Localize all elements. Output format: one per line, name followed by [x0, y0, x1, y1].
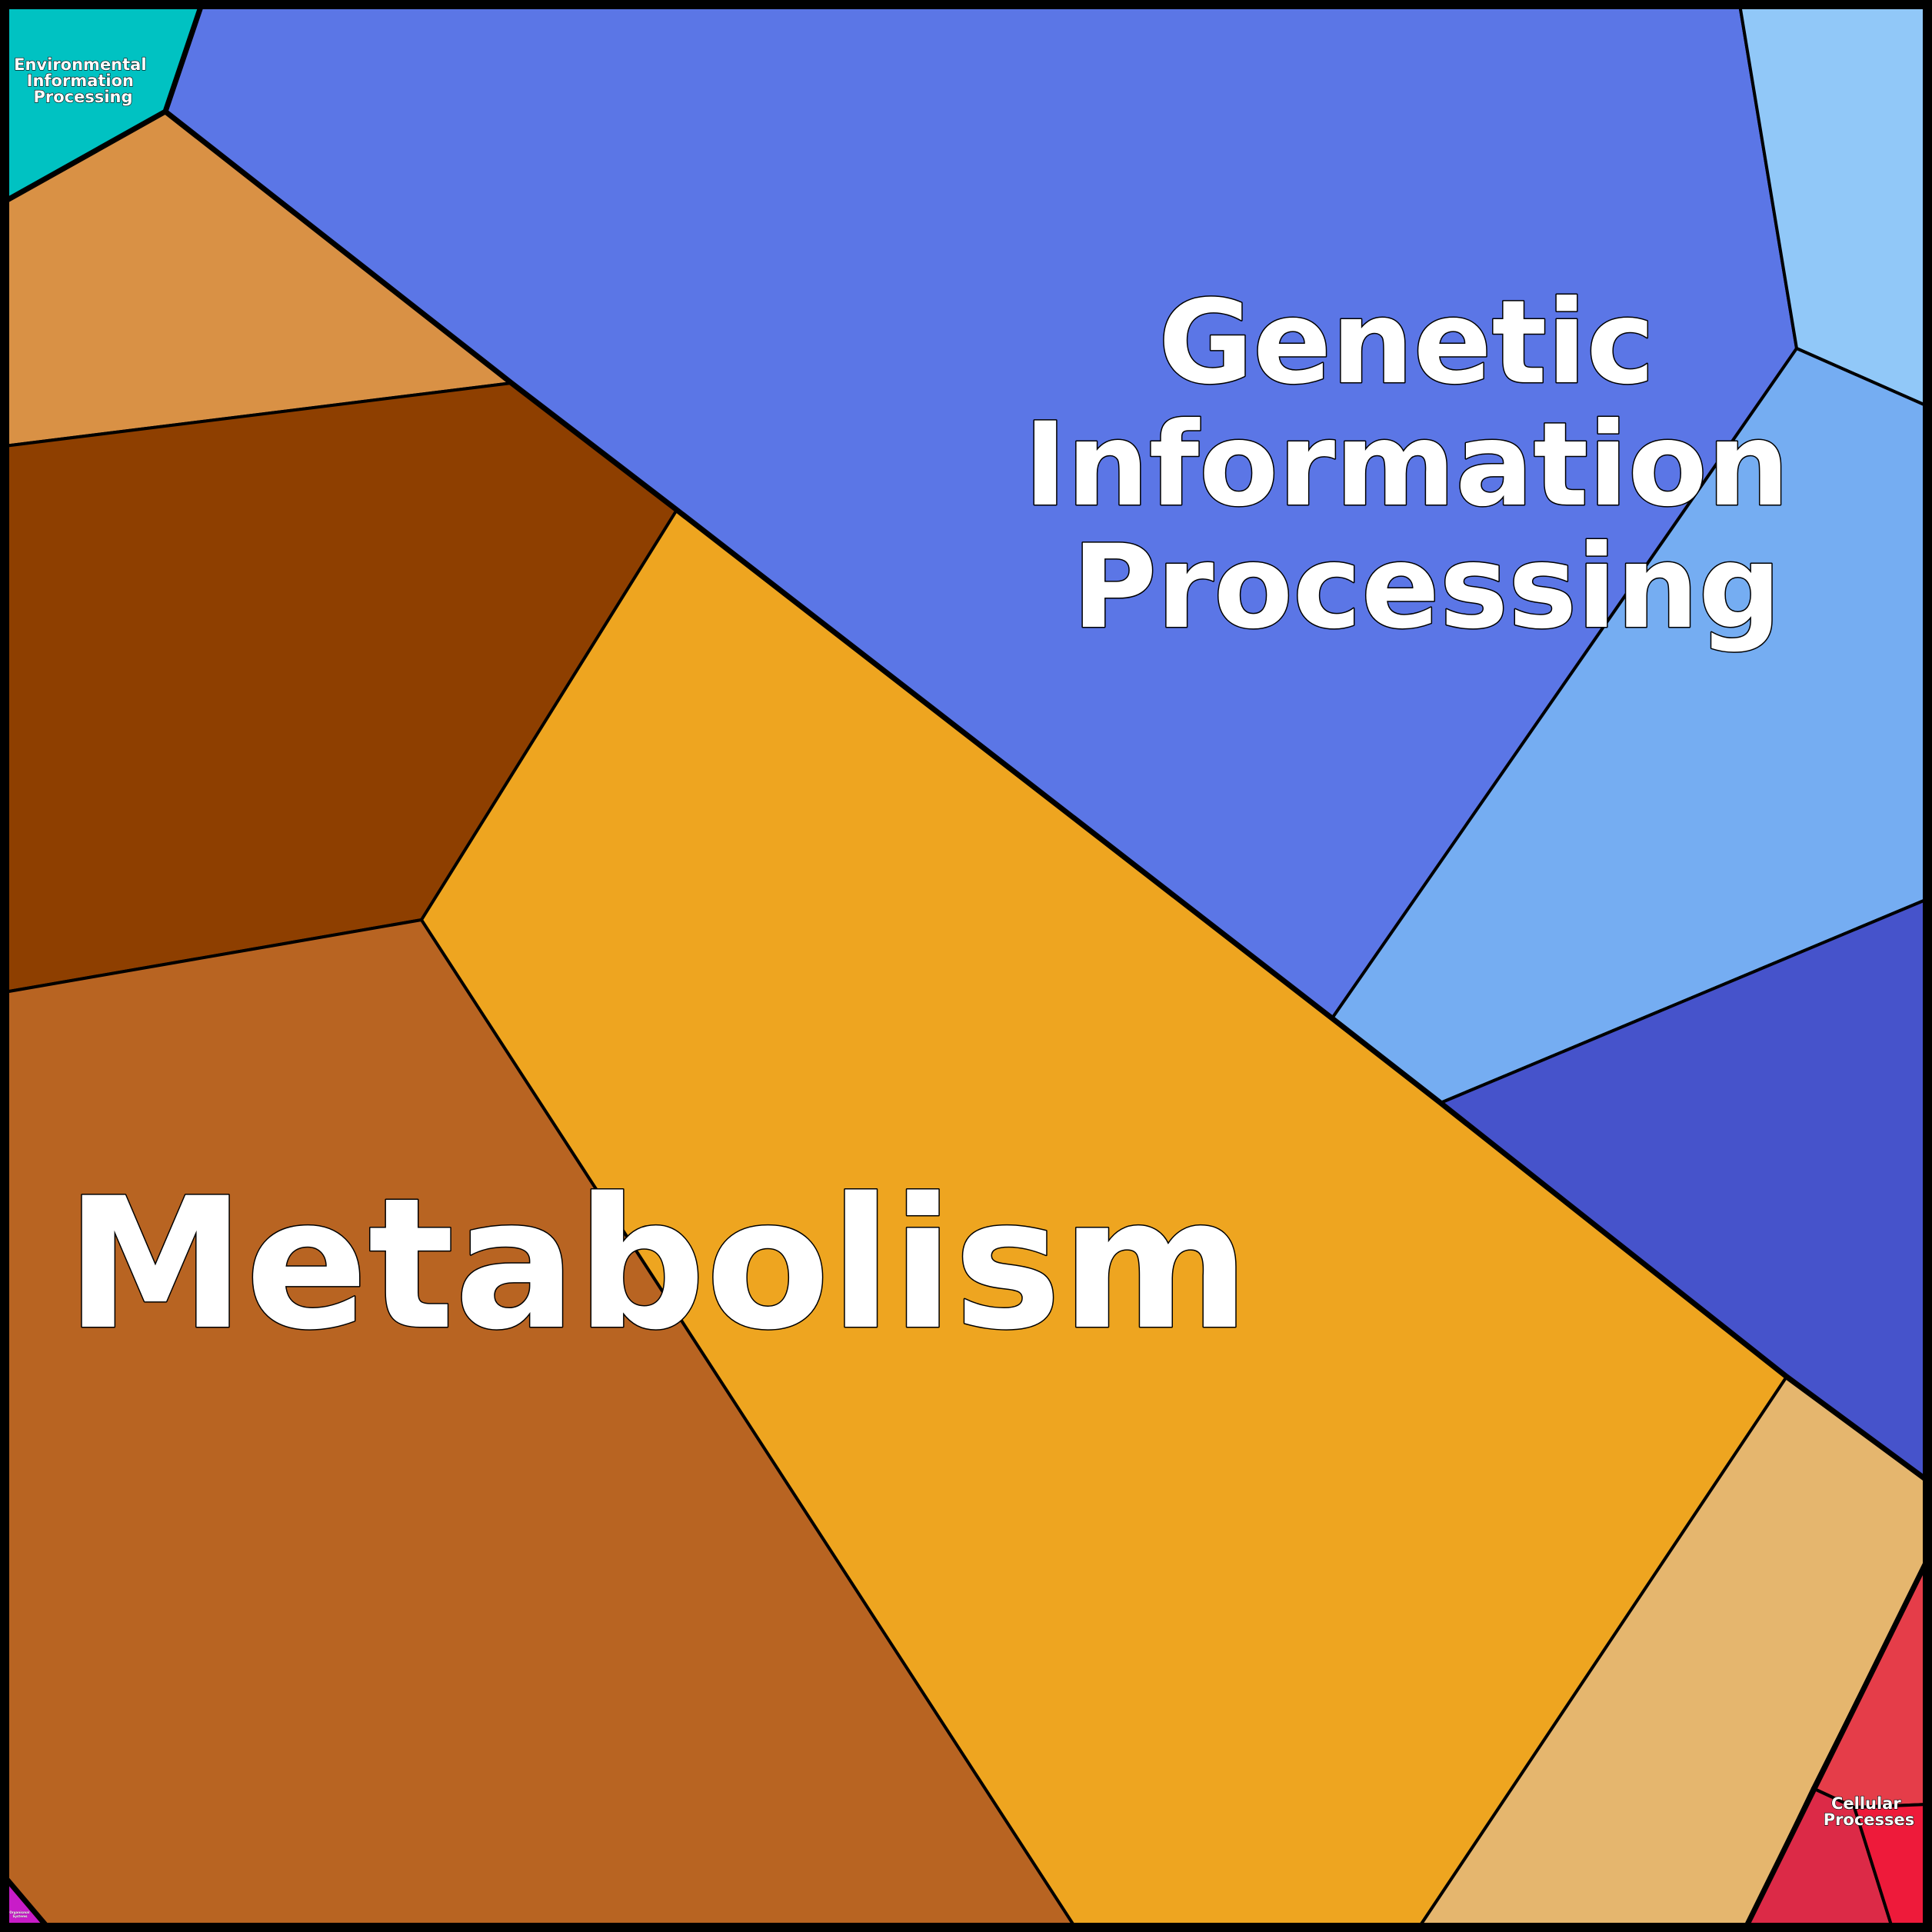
- boundary-cellular: [1743, 1557, 1930, 1930]
- label-genetic-line-1: Genetic: [1158, 276, 1654, 410]
- label-cellular-processes: Cellular Processes: [1824, 1794, 1915, 1829]
- boundary-metabolism-genetic: [162, 108, 1930, 1484]
- label-cellular-line-1: Cellular: [1831, 1794, 1901, 1813]
- label-metabolism: Metabolism: [65, 1160, 1250, 1370]
- label-organismal-line-2: Systems: [12, 1914, 28, 1918]
- label-genetic-information-processing: Genetic Information Processing: [1024, 276, 1830, 655]
- label-environmental-information-processing: Environmental Information Processing: [14, 55, 152, 106]
- label-environmental-line-1: Environmental: [14, 55, 146, 74]
- label-organismal-line-1: Organismal: [9, 1910, 29, 1914]
- label-genetic-line-3: Processing: [1072, 521, 1781, 655]
- label-environmental-line-2: Information: [27, 72, 134, 90]
- boundary-organismal: [2, 1874, 51, 1930]
- label-genetic-line-2: Information: [1024, 398, 1789, 532]
- label-cellular-line-2: Processes: [1824, 1810, 1915, 1829]
- label-environmental-line-3: Processing: [33, 88, 132, 106]
- label-organismal-systems: Organismal Systems: [9, 1910, 30, 1918]
